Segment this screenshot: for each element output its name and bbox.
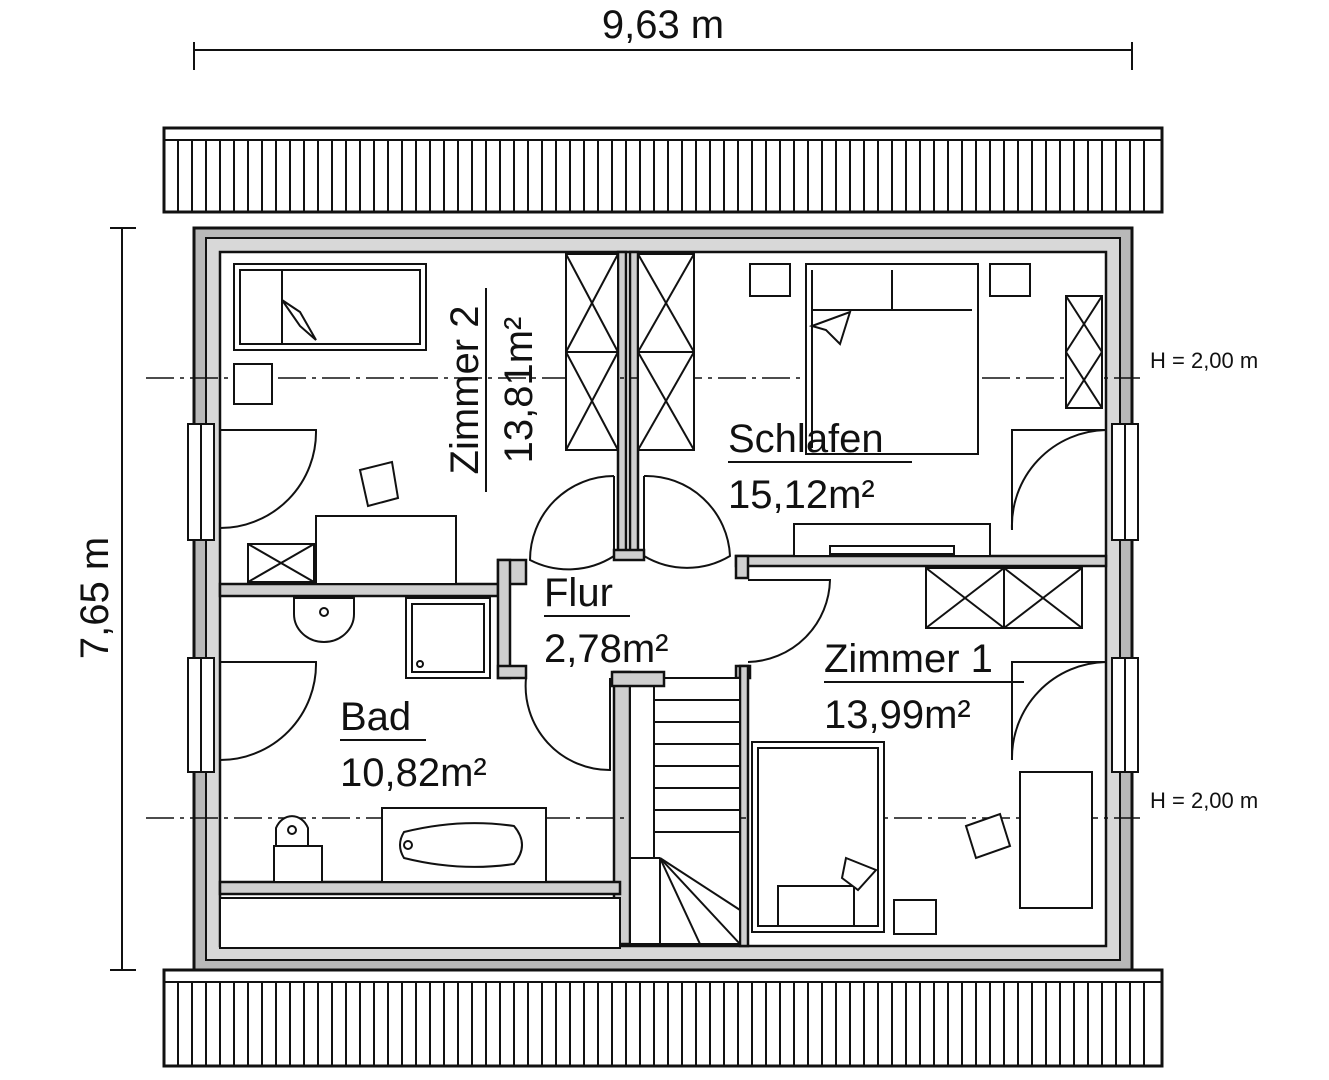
nightstand-left: [749, 263, 791, 297]
storage-bench: [219, 897, 621, 949]
zimmer1-area: 13,99m²: [824, 693, 971, 737]
dresser-schlafen: [793, 523, 991, 557]
window-zimmer1: [1111, 657, 1139, 773]
bathtub: [381, 807, 547, 883]
window-schlafen: [1111, 423, 1139, 541]
window-zimmer2: [187, 423, 215, 541]
label-schlafen: Schlafen 15,12m²: [728, 417, 912, 517]
bad-name: Bad: [340, 695, 411, 739]
window-bad: [187, 657, 215, 773]
zimmer1-name: Zimmer 1: [824, 637, 993, 681]
label-flur: Flur 2,78m²: [544, 571, 669, 671]
flur-name: Flur: [544, 571, 613, 615]
shower: [405, 597, 491, 679]
wardrobe-schlafen: [1065, 295, 1103, 409]
staircase: [610, 670, 741, 945]
zimmer2-area: 13,81m²: [497, 317, 541, 464]
zimmer1-furniture: [751, 567, 1093, 935]
label-bad: Bad 10,82m²: [340, 695, 487, 795]
headroom-label-bottom: H = 2,00 m: [1150, 788, 1258, 813]
bed-zimmer1: [751, 741, 885, 933]
chair-zimmer1: [964, 812, 1012, 860]
roof-eave-bottom: [162, 968, 1164, 1068]
label-zimmer2: Zimmer 2 13,81m²: [443, 288, 541, 492]
door-swings: [219, 429, 1107, 772]
flur-area: 2,78m²: [544, 627, 669, 671]
bed-zimmer2: [233, 263, 427, 351]
zimmer2-name: Zimmer 2: [443, 306, 487, 475]
width-label: 9,63 m: [602, 3, 724, 47]
windows: [187, 423, 1139, 773]
height-dimension: 7,65 m: [73, 227, 136, 971]
bad-furniture: [219, 597, 621, 949]
wardrobe-zimmer2: [247, 543, 315, 583]
headroom-label-top: H = 2,00 m: [1150, 348, 1258, 373]
desk-zimmer2: [315, 515, 457, 585]
roof-eave-top: [162, 126, 1164, 214]
toilet: [273, 815, 323, 883]
nightstand-right: [989, 263, 1031, 297]
schlafen-name: Schlafen: [728, 417, 884, 461]
label-zimmer1: Zimmer 1 13,99m²: [824, 637, 1024, 737]
height-label: 7,65 m: [73, 537, 117, 659]
central-wardrobes: [565, 253, 695, 451]
wardrobe-zimmer1: [925, 567, 1083, 629]
schlafen-area: 15,12m²: [728, 473, 875, 517]
bad-area: 10,82m²: [340, 751, 487, 795]
nightstand-zimmer1: [893, 899, 937, 935]
zimmer2-furniture: [233, 263, 457, 585]
interior-walls: [218, 250, 1108, 948]
width-dimension: 9,63 m: [193, 3, 1133, 70]
schlafen-furniture: [749, 263, 1103, 557]
desk-zimmer1: [1019, 771, 1093, 909]
chair-zimmer2: [358, 460, 400, 508]
sink: [293, 597, 355, 643]
nightstand-zimmer2: [233, 363, 273, 405]
